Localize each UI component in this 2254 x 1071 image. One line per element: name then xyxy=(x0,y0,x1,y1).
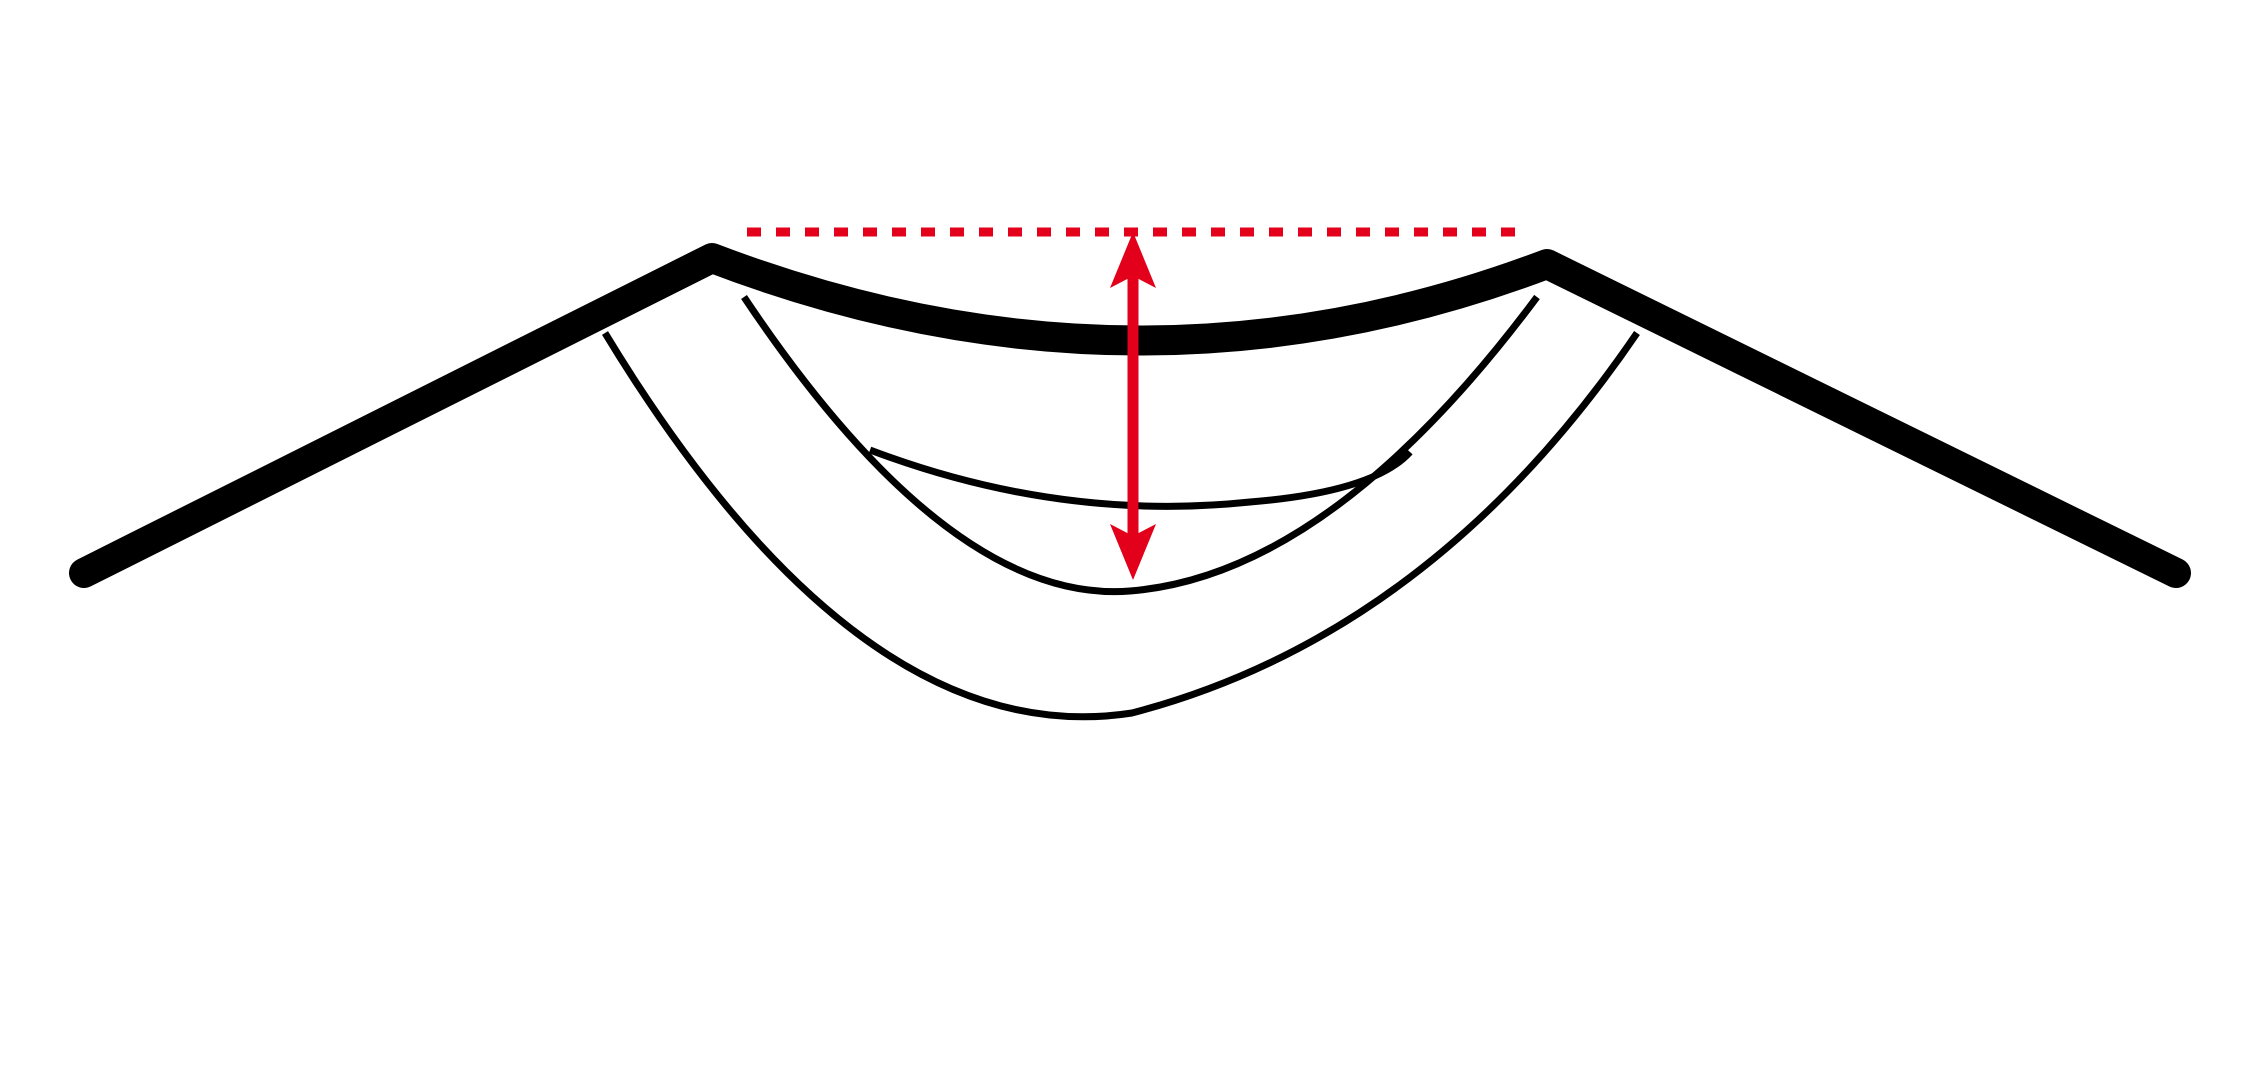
shallow-chord-curve xyxy=(868,446,1413,510)
outer-arc-curve xyxy=(602,331,1640,721)
depth-arrow xyxy=(1110,232,1156,580)
depth-arrow-head-down xyxy=(1110,524,1156,580)
middle-arc-curve xyxy=(741,294,1540,596)
depth-arrow-head-up xyxy=(1110,232,1156,288)
